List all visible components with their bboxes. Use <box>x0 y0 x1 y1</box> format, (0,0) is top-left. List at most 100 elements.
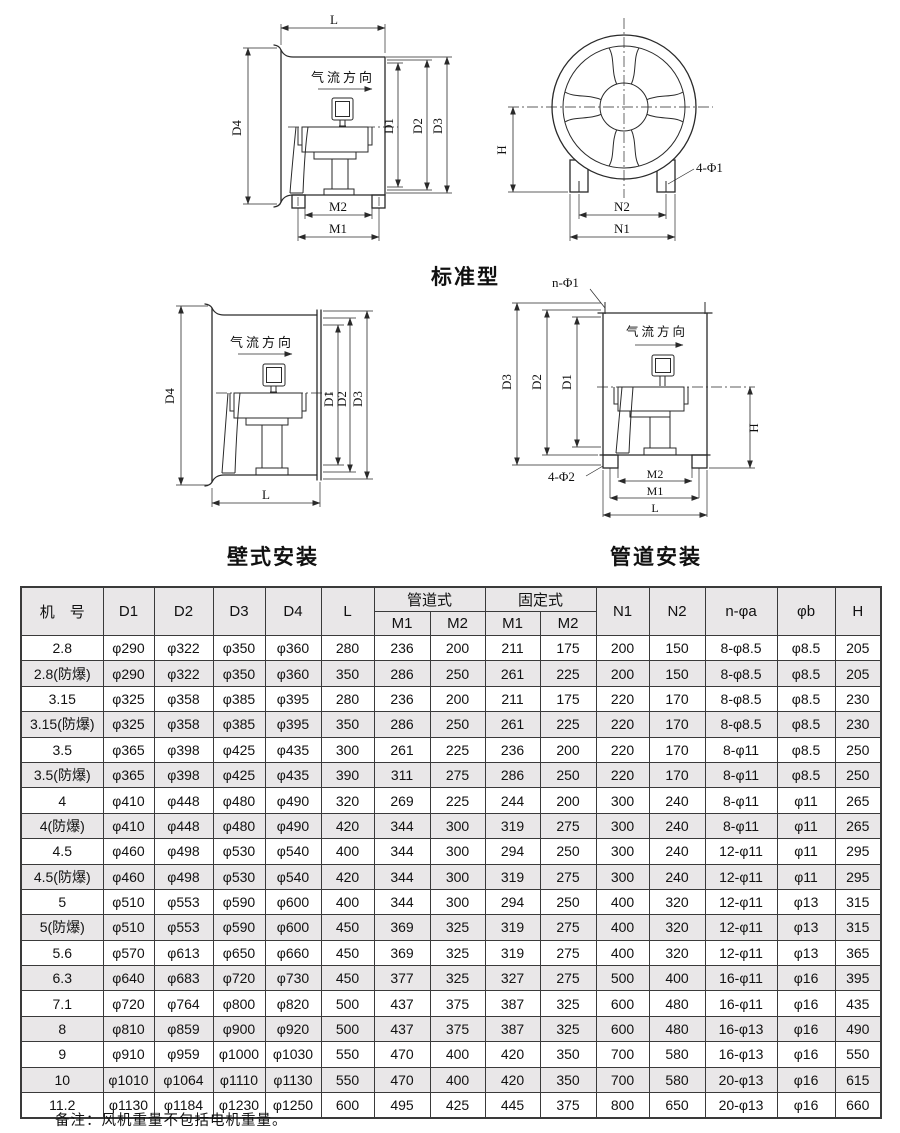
motor-assembly <box>613 354 689 456</box>
table-cell: φ1010 <box>102 1066 155 1094</box>
table-cell: φ16 <box>776 1041 836 1068</box>
table-cell: 2.8(防爆) <box>20 660 104 687</box>
header-D4: D4 <box>264 586 322 636</box>
dim-label-L: L <box>330 12 338 27</box>
table-cell: 435 <box>834 990 882 1017</box>
dim-label-D1: D1 <box>321 391 336 407</box>
table-cell: 350 <box>539 1066 597 1094</box>
table-cell: 395 <box>834 965 882 992</box>
table-cell: φ358 <box>153 711 214 738</box>
table-cell: 240 <box>648 787 706 814</box>
motor-body <box>301 126 369 153</box>
figure-title-wall: 壁式安装 <box>227 546 319 569</box>
table-cell: 319 <box>484 863 541 890</box>
dimension-D1-D2-D3: D1 D2 D3 <box>321 310 373 480</box>
table-cell: 350 <box>539 1041 597 1068</box>
table-cell: 240 <box>648 812 706 840</box>
table-cell: 6.3 <box>20 965 104 992</box>
table-cell: φ360 <box>264 660 322 687</box>
table-cell: 225 <box>429 787 486 814</box>
table-cell: 240 <box>648 863 706 890</box>
table-cell: φ720 <box>212 965 266 992</box>
table-cell: 12-φ11 <box>704 838 778 865</box>
support-arm <box>221 392 241 474</box>
fan-casing-outline <box>204 303 322 487</box>
airflow-direction-label: 气流方向 <box>311 70 375 85</box>
table-cell: 350 <box>320 711 375 738</box>
table-cell: 344 <box>373 863 431 890</box>
support-arm <box>289 126 309 194</box>
table-cell: φ435 <box>264 736 322 763</box>
table-cell: 8 <box>20 1015 104 1043</box>
table-cell: 320 <box>648 939 706 967</box>
table-cell: 320 <box>648 914 706 941</box>
table-cell: φ410 <box>102 812 155 840</box>
table-cell: 211 <box>484 685 541 713</box>
dimension-N2-N1: N2 N1 <box>569 194 676 241</box>
table-cell: 4.5 <box>20 838 104 865</box>
table-cell: φ398 <box>153 761 214 789</box>
spec-table-header: 机 号 D1 D2 D3 D4 L 管道式 固定式 N1 N2 n-φa φb … <box>20 586 882 636</box>
dim-label-N2: N2 <box>614 199 630 214</box>
table-cell: 220 <box>595 736 650 763</box>
table-cell: 265 <box>834 812 882 840</box>
table-cell: 12-φ11 <box>704 888 778 916</box>
table-cell: 300 <box>595 812 650 840</box>
table-cell: 175 <box>539 634 597 662</box>
table-cell: 230 <box>834 711 882 738</box>
table-cell: 261 <box>373 736 431 763</box>
table-cell: 170 <box>648 711 706 738</box>
table-cell: 200 <box>539 736 597 763</box>
table-cell: 170 <box>648 685 706 713</box>
table-cell: φ1030 <box>264 1041 322 1068</box>
figure-title-standard: 标准型 <box>431 266 500 289</box>
table-cell: φ1110 <box>212 1066 266 1094</box>
table-cell: φ16 <box>776 965 836 992</box>
table-cell: 12-φ11 <box>704 939 778 967</box>
table-cell: 220 <box>595 685 650 713</box>
table-cell: 250 <box>834 761 882 789</box>
table-cell: 275 <box>539 863 597 890</box>
dim-label-D1: D1 <box>559 374 574 390</box>
table-cell: 200 <box>429 685 486 713</box>
junction-box <box>262 363 286 387</box>
table-cell: 261 <box>484 660 541 687</box>
table-cell: 490 <box>834 1015 882 1043</box>
table-cell: 500 <box>320 990 375 1017</box>
table-cell: φ8.5 <box>776 660 836 687</box>
table-cell: 261 <box>484 711 541 738</box>
table-cell: φ490 <box>264 812 322 840</box>
table-cell: 495 <box>373 1092 431 1119</box>
table-cell: 600 <box>595 1015 650 1043</box>
table-cell: φ480 <box>212 812 266 840</box>
table-cell: 470 <box>373 1041 431 1068</box>
wall-plate <box>316 309 322 481</box>
table-cell: 437 <box>373 990 431 1017</box>
table-cell: 286 <box>484 761 541 789</box>
table-cell: 280 <box>320 634 375 662</box>
dim-label-D4: D4 <box>229 120 244 136</box>
table-cell: 236 <box>484 736 541 763</box>
table-cell: φ8.5 <box>776 711 836 738</box>
table-cell: φ530 <box>212 863 266 890</box>
support-arm <box>615 386 634 454</box>
table-cell: φ460 <box>102 863 155 890</box>
table-cell: φ553 <box>153 914 214 941</box>
table-cell: 236 <box>373 634 431 662</box>
table-cell: φ395 <box>264 711 322 738</box>
header-H: H <box>834 586 882 636</box>
flange-holes-callout: n-Φ1 <box>552 275 606 309</box>
table-cell: 220 <box>595 711 650 738</box>
table-cell: φ1230 <box>212 1092 266 1119</box>
table-cell: 225 <box>539 711 597 738</box>
table-cell: φ1130 <box>102 1092 155 1119</box>
junction-box <box>651 354 675 377</box>
header-duct-M2: M2 <box>429 611 486 636</box>
table-cell: φ600 <box>264 914 322 941</box>
table-cell: φ322 <box>153 660 214 687</box>
table-cell: φ730 <box>264 965 322 992</box>
